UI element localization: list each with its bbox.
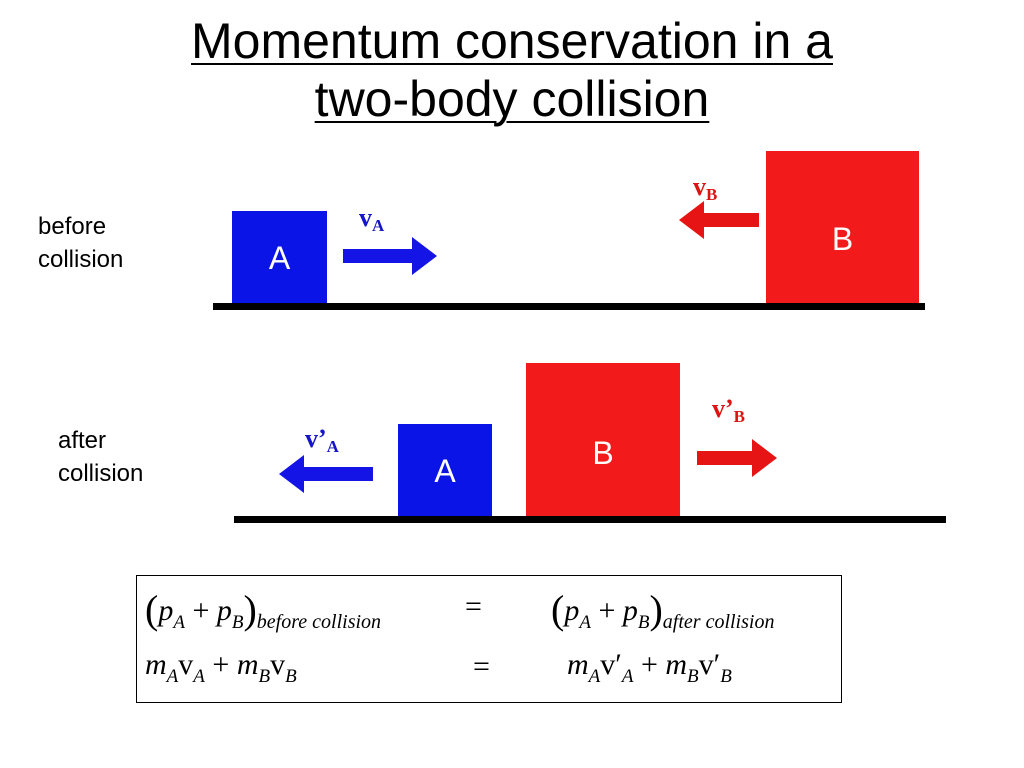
after-vel-b-base: v’ xyxy=(712,394,734,423)
eq1-equals: = xyxy=(465,590,482,623)
eq2-equals: = xyxy=(473,650,490,683)
before-collision-label: before collision xyxy=(38,210,123,276)
eq2-right-side: mAv′A + mBv′B xyxy=(567,648,732,687)
before-vel-a-base: v xyxy=(359,203,372,232)
title-line-1: Momentum conservation in a xyxy=(191,13,833,69)
eq1-before-condition: before collision xyxy=(256,611,382,633)
equation-row-momentum: (pA + pB)before collision = (pA + pB)aft… xyxy=(137,584,841,644)
before-vel-b-base: v xyxy=(693,172,706,201)
after-label-line-1: after xyxy=(58,427,107,454)
before-label-line-1: before xyxy=(38,213,107,240)
before-block-b: B xyxy=(766,151,919,305)
eq1-right-side: (pA + pB)after collision xyxy=(551,587,775,633)
momentum-equations-box: (pA + pB)before collision = (pA + pB)aft… xyxy=(136,575,842,703)
before-velocity-b-label: vB xyxy=(693,172,717,210)
before-velocity-a-label: vA xyxy=(359,203,384,241)
after-vel-a-base: v’ xyxy=(305,424,327,453)
after-block-b-label: B xyxy=(592,435,614,471)
after-collision-label: after collision xyxy=(58,424,143,490)
eq1-after-condition: after collision xyxy=(662,611,775,633)
after-velocity-b-arrow-right xyxy=(697,439,777,477)
before-velocity-a-arrow-right xyxy=(343,237,437,275)
after-vel-a-sub: A xyxy=(326,437,339,456)
before-vel-a-sub: A xyxy=(372,216,385,235)
after-ground-line xyxy=(234,516,946,523)
eq2-left-side: mAvA + mBvB xyxy=(145,648,297,687)
before-velocity-b-arrow-left xyxy=(679,201,759,239)
after-label-line-2: collision xyxy=(58,460,144,487)
after-block-a: A xyxy=(398,424,492,518)
equation-row-mass-velocity: mAvA + mBvB = mAv′A + mBv′B xyxy=(137,646,841,706)
after-block-b: B xyxy=(526,363,680,518)
after-velocity-a-label: v’A xyxy=(305,424,339,462)
before-ground-line xyxy=(213,303,925,310)
eq1-left-side: (pA + pB)before collision xyxy=(145,587,382,633)
after-vel-b-sub: B xyxy=(733,407,746,426)
before-block-b-label: B xyxy=(831,221,854,257)
before-block-a-label: A xyxy=(268,239,291,276)
after-block-a-label: A xyxy=(434,452,456,489)
before-label-line-2: collision xyxy=(38,246,124,273)
before-vel-b-sub: B xyxy=(706,185,718,204)
before-block-a: A xyxy=(232,211,327,305)
after-velocity-b-label: v’B xyxy=(712,394,745,432)
slide-title: Momentum conservation in a two-body coll… xyxy=(0,12,1024,128)
after-velocity-a-arrow-left xyxy=(279,455,373,493)
title-line-2: two-body collision xyxy=(314,71,710,127)
